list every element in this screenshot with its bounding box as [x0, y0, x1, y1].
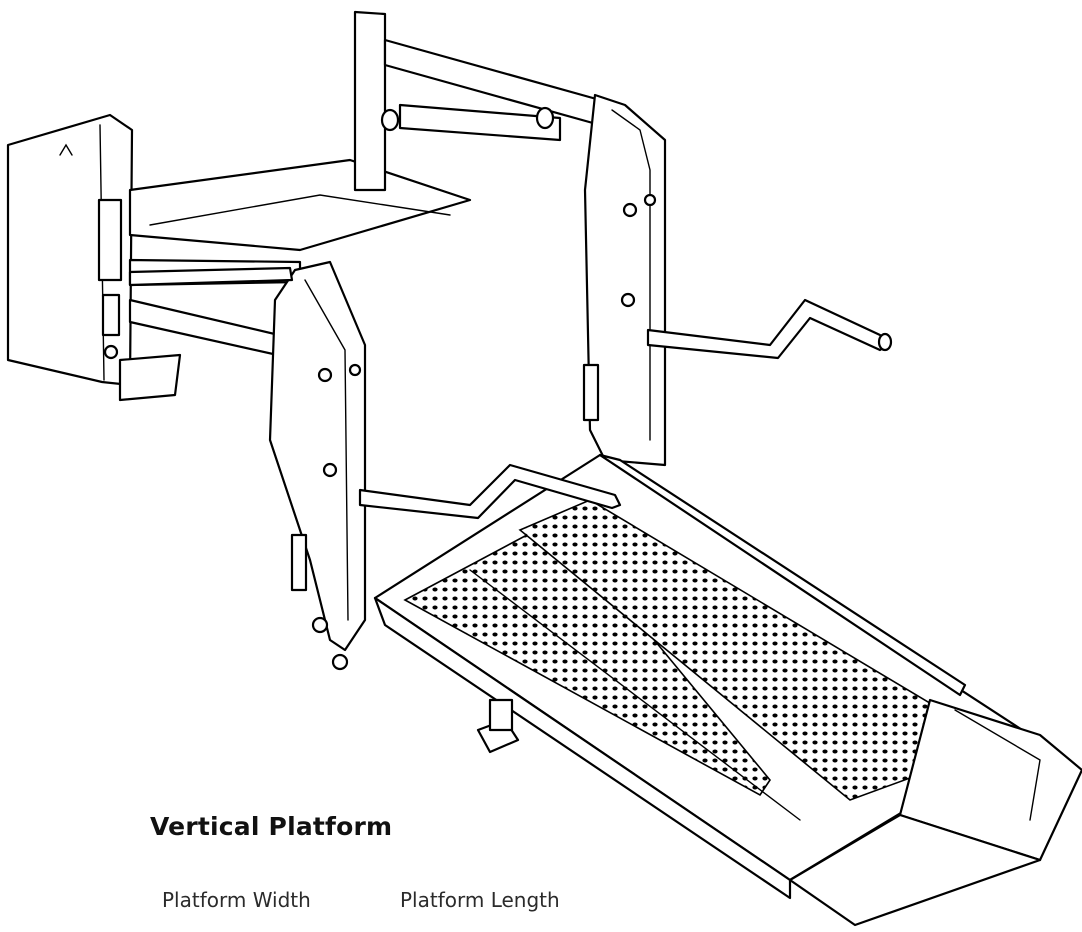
right-handrail	[646, 298, 893, 360]
platform-deck	[373, 453, 1032, 900]
hydraulic-cylinders	[128, 106, 555, 287]
pump-control-box	[6, 113, 134, 387]
mount-bracket	[476, 698, 520, 754]
product-title: Vertical Platform	[150, 812, 393, 841]
front-left-mast	[268, 260, 367, 671]
spec-platform-width: Platform Width	[162, 888, 311, 912]
roll-stop-ramp	[788, 698, 1082, 927]
left-handrail	[358, 463, 622, 520]
rear-mast-frame	[353, 10, 667, 467]
spec-platform-length: Platform Length	[400, 888, 560, 912]
